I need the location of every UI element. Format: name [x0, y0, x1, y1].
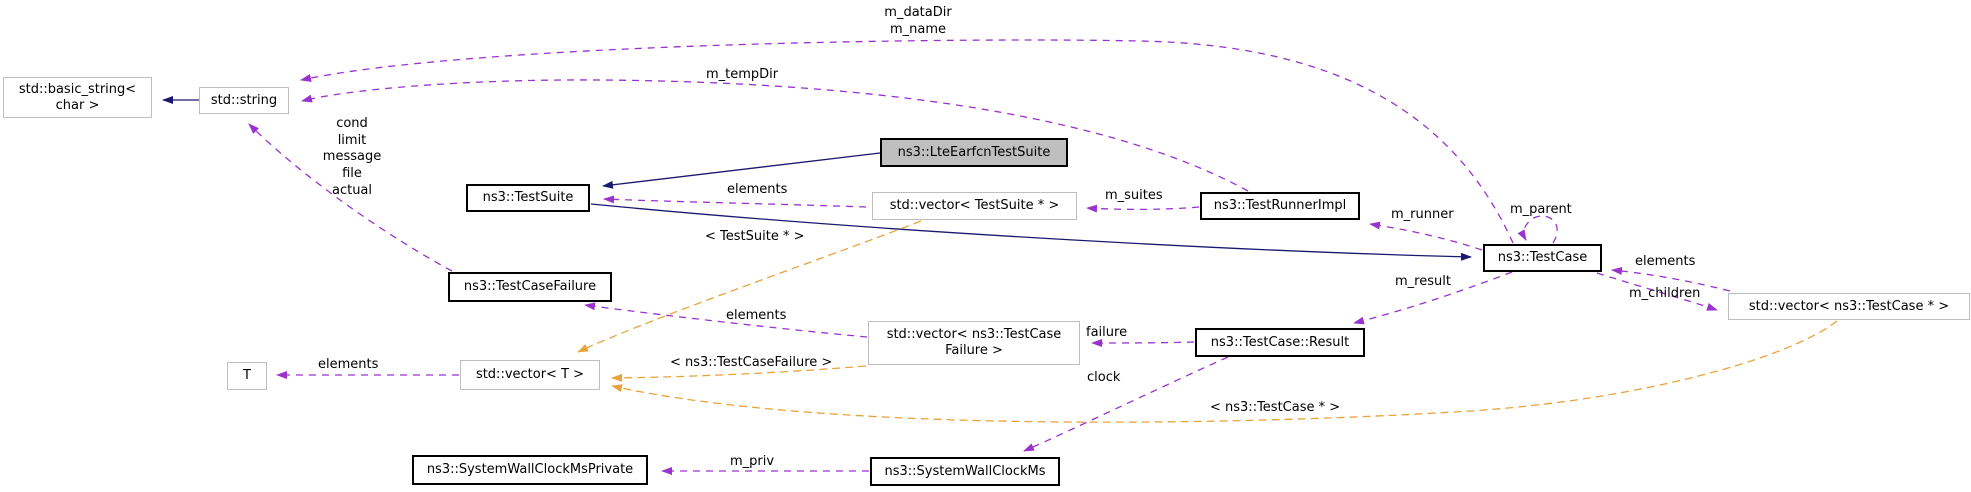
node-label: ns3::TestCase::Result — [1210, 334, 1350, 350]
edge-label-elements-T: elements — [318, 357, 379, 372]
edge-label-elements-testcase: elements — [1635, 254, 1696, 269]
edge-m-suites — [1086, 204, 1200, 213]
node-std-vector-testsuite-ptr: std::vector< TestSuite * > — [872, 192, 1077, 220]
node-label: ns3::TestSuite — [482, 190, 574, 206]
edge-label-m-parent: m_parent — [1510, 202, 1572, 217]
edge-label-failure-fields: cond limit message file actual — [322, 116, 382, 198]
edge-clock — [1023, 356, 1229, 452]
edge-label-elements-testcasefailure: elements — [726, 308, 787, 323]
node-ns3-testcase-result[interactable]: ns3::TestCase::Result — [1195, 328, 1365, 357]
edge-label-clock: clock — [1087, 370, 1121, 385]
node-label: ns3::LteEarfcnTestSuite — [897, 144, 1051, 160]
edge-m-tempDir — [301, 79, 1249, 192]
node-std-basic-string: std::basic_string< char > — [3, 77, 152, 118]
node-std-vector-T: std::vector< T > — [460, 360, 600, 390]
node-label: ns3::TestCaseFailure — [463, 279, 597, 295]
node-ns3-lteearfcntestsuite[interactable]: ns3::LteEarfcnTestSuite — [880, 138, 1068, 167]
edge-label-failure: failure — [1086, 325, 1128, 340]
node-ns3-testsuite[interactable]: ns3::TestSuite — [466, 184, 590, 212]
edge-label-m-runner: m_runner — [1391, 207, 1454, 222]
edge-label-m-dataDir-m-name: m_dataDir m_name — [884, 5, 952, 37]
node-std-vector-ns3-testcasefailure: std::vector< ns3::TestCase Failure > — [868, 321, 1080, 365]
edge-label-m-suites: m_suites — [1105, 188, 1163, 203]
edge-label-elements-testsuite: elements — [727, 182, 788, 197]
edge-label-m-tempDir: m_tempDir — [706, 67, 779, 82]
node-label: std::vector< TestSuite * > — [889, 198, 1060, 214]
edge-m-runner — [1369, 221, 1483, 251]
edge-label-template-testcasefailure: < ns3::TestCaseFailure > — [670, 355, 833, 370]
node-ns3-testcase[interactable]: ns3::TestCase — [1483, 244, 1602, 272]
node-label: std::string — [210, 92, 278, 108]
node-label: ns3::TestRunnerImpl — [1213, 198, 1347, 214]
node-std-string: std::string — [199, 87, 289, 114]
edge-label-m-priv: m_priv — [730, 454, 775, 469]
node-label-line2: Failure > — [945, 343, 1003, 358]
node-ns3-testrunnerimpl[interactable]: ns3::TestRunnerImpl — [1200, 192, 1360, 220]
node-label: ns3::SystemWallClockMsPrivate — [426, 462, 634, 478]
edge-m-parent-self-loop — [1517, 215, 1558, 244]
node-ns3-systemwallclockmsprivate[interactable]: ns3::SystemWallClockMsPrivate — [412, 455, 648, 485]
edge-label-m-children: m_children — [1629, 286, 1701, 301]
node-label: std::vector< ns3::TestCase * > — [1748, 298, 1950, 314]
node-std-vector-ns3-testcase-ptr: std::vector< ns3::TestCase * > — [1728, 293, 1970, 320]
node-label: ns3::SystemWallClockMs — [884, 463, 1046, 479]
edge-label-template-testcase-ptr: < ns3::TestCase * > — [1210, 400, 1341, 415]
edge-label-template-testsuite-ptr: < TestSuite * > — [705, 229, 805, 244]
edge-failure — [1091, 338, 1195, 347]
node-label: T — [243, 368, 251, 384]
node-label: std::vector< T > — [475, 367, 585, 383]
node-label-line2: char > — [55, 97, 100, 113]
node-label: std::vector< ns3::TestCase — [886, 327, 1062, 343]
edge-elements-testsuite — [603, 195, 867, 208]
node-label: std::basic_string< — [18, 81, 137, 97]
node-ns3-testcasefailure[interactable]: ns3::TestCaseFailure — [448, 272, 612, 302]
node-label: ns3::TestCase — [1497, 250, 1588, 266]
edge-label-m-result: m_result — [1395, 274, 1451, 289]
node-ns3-systemwallclockms[interactable]: ns3::SystemWallClockMs — [870, 457, 1060, 486]
node-T: T — [227, 362, 267, 390]
